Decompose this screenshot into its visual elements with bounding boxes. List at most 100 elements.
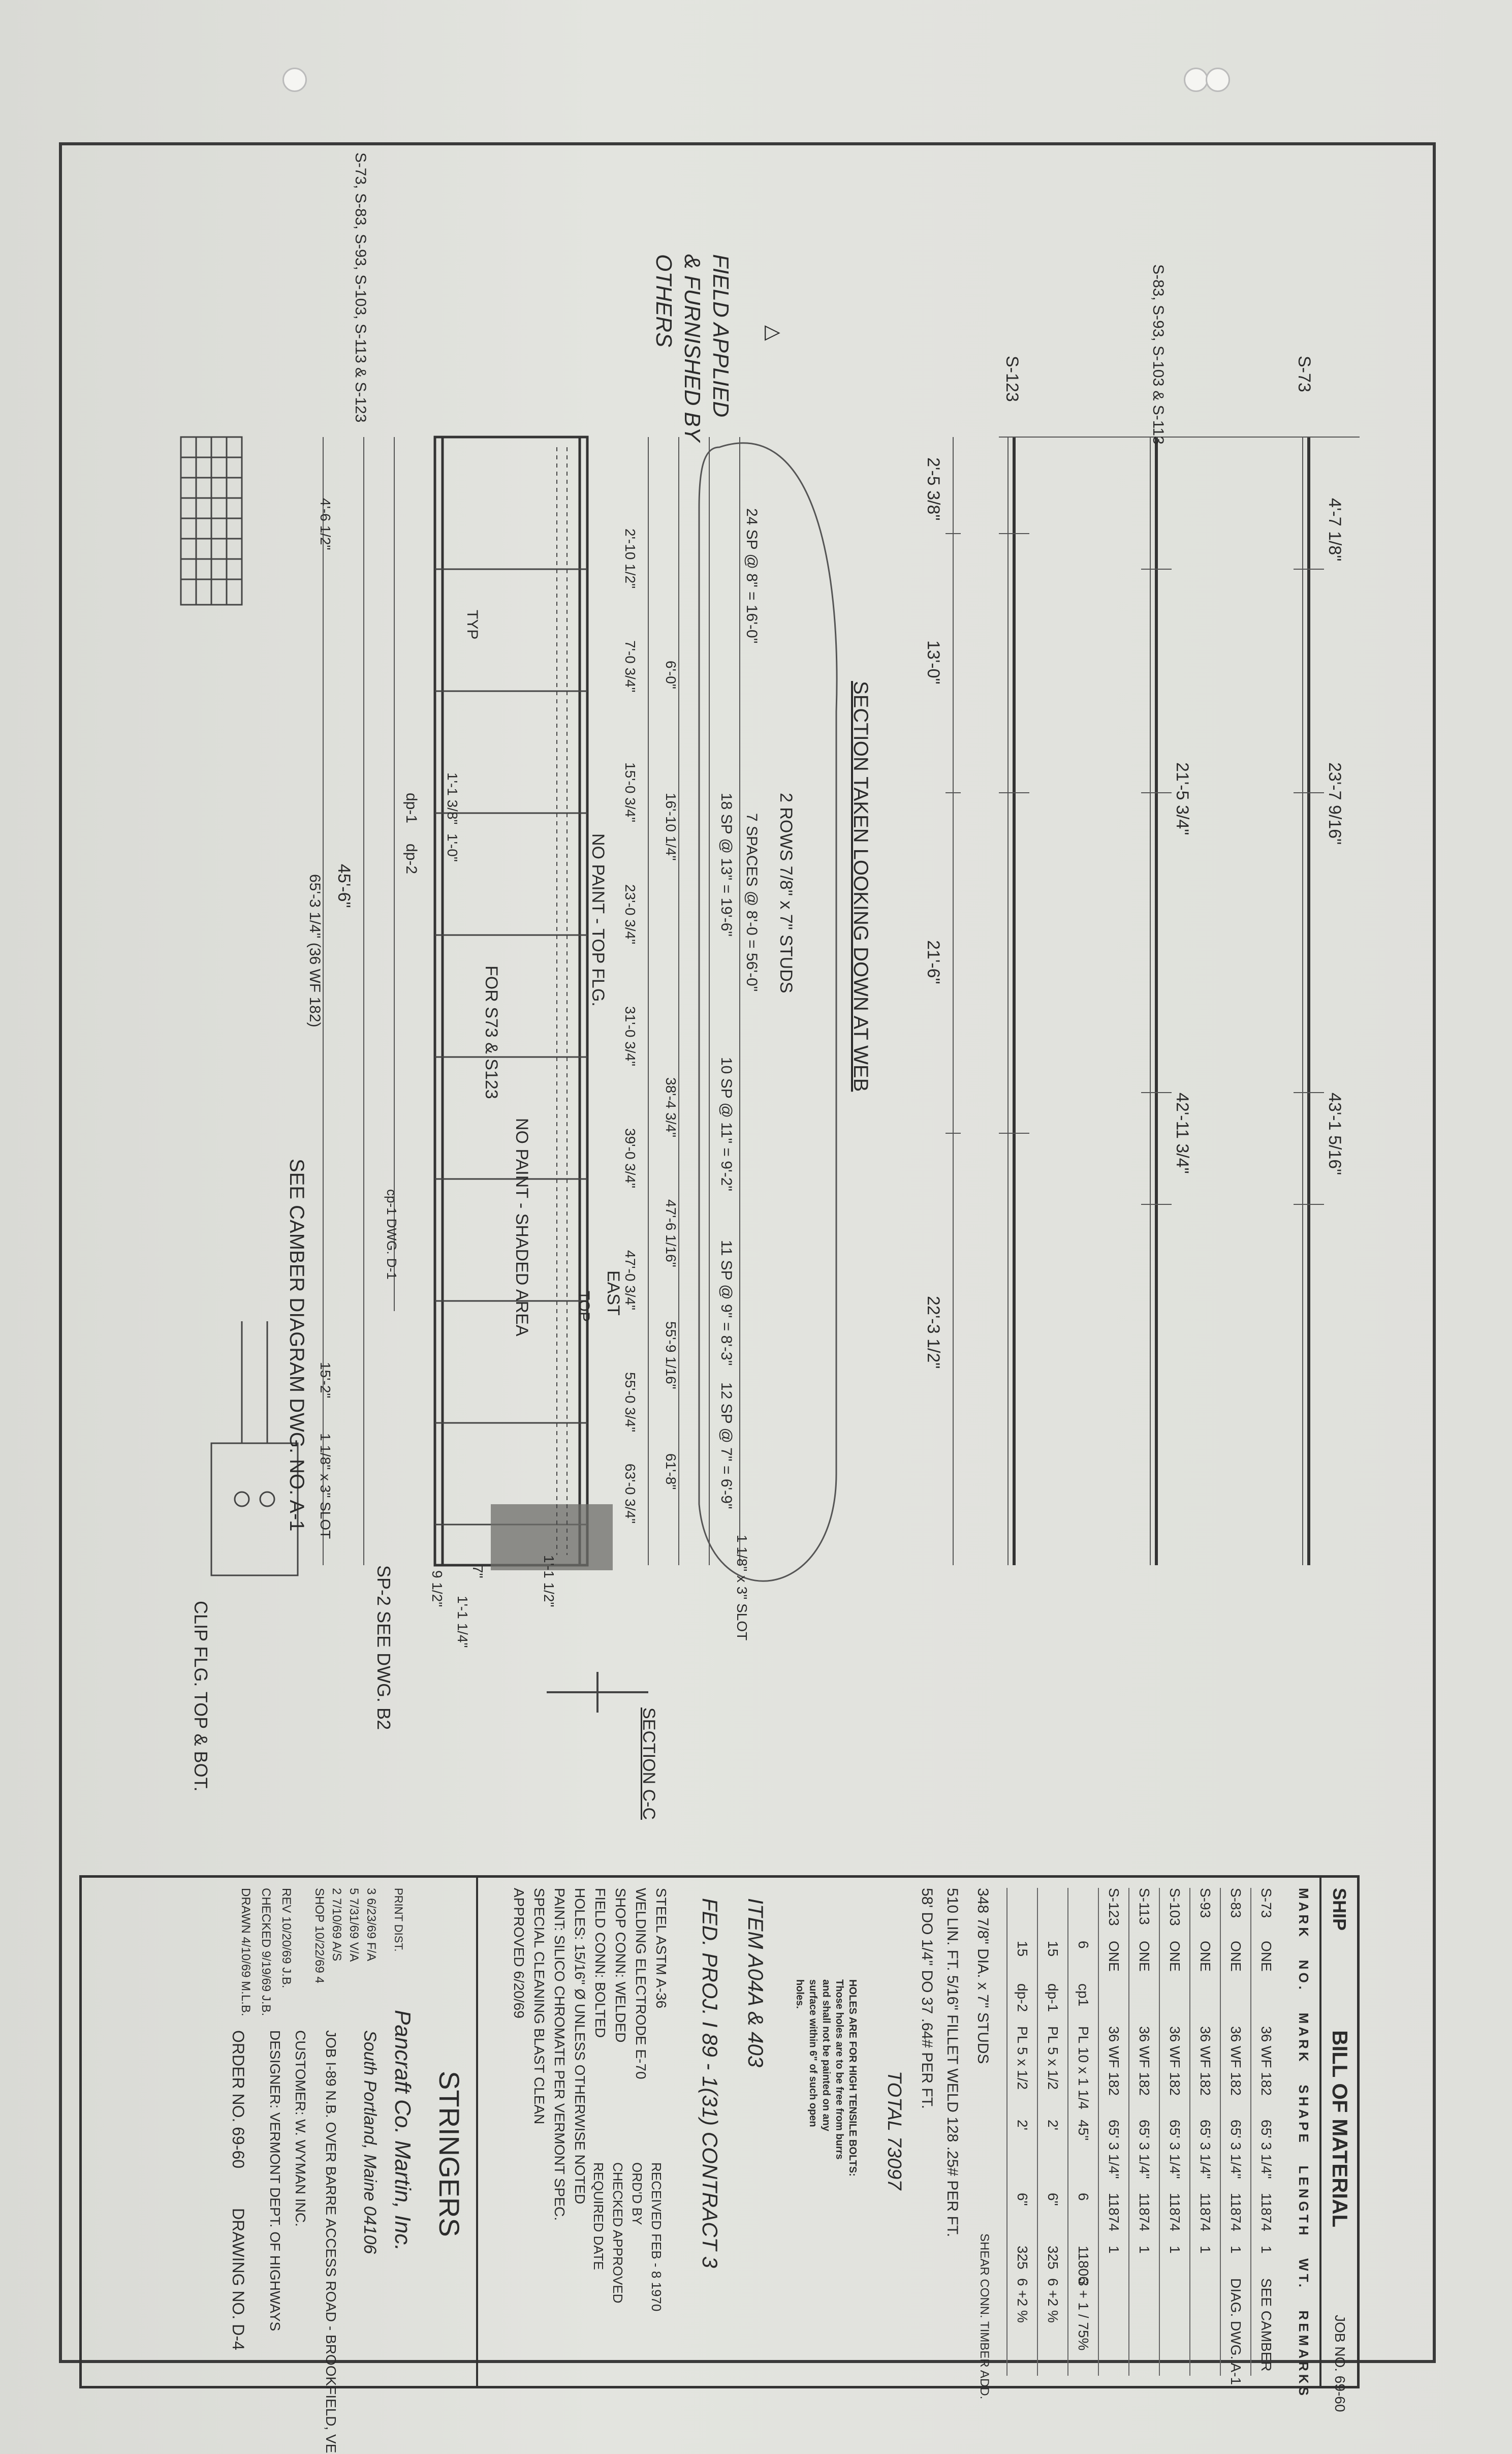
small-dim: 1'-0" xyxy=(445,833,460,862)
total-length: 65'-3 1/4" (36 WF 182) xyxy=(306,874,323,1028)
stud-dim: 63'-0 3/4" xyxy=(622,1464,638,1524)
fed-proj-line: FED. PROJ. I 89 - 1(31) CONTRACT 3 xyxy=(698,1898,722,2269)
bom-cell: 11874 xyxy=(1167,2193,1183,2231)
ship-label: SHIP xyxy=(1329,1888,1350,1931)
rev-line: REV 10/20/69 J.B. xyxy=(279,1888,293,1989)
drawn-line: DRAWN 4/10/69 M.L.B. xyxy=(239,1888,253,2016)
bom-cell: S-123 xyxy=(1106,1888,1122,1926)
stud-sub-dim: 47'-6 1/16" xyxy=(663,1199,679,1267)
bom-cell: 325 xyxy=(1045,2246,1061,2270)
bom-cell: 11874 xyxy=(1137,2193,1152,2231)
no-paint-top-note: NO PAINT - TOP FLG. xyxy=(588,833,608,1007)
bom-cell: 6 xyxy=(1076,2193,1091,2201)
slot-note: 1 1/8" x 3" SLOT xyxy=(734,1535,750,1641)
bom-cell: 65' 3 1/4" xyxy=(1258,2120,1274,2179)
bom-cell: 6 +2 % xyxy=(1045,2278,1061,2323)
designer-line: DESIGNER: VERMONT DEPT. OF HIGHWAYS xyxy=(267,2030,283,2332)
checked-line: CHECKED 9/19/69 J.B. xyxy=(259,1888,273,2016)
title-block: STRINGERS Pancraft Co. Martin, Inc. Sout… xyxy=(80,1878,478,2454)
splice-dim: 42'-11 3/4" xyxy=(1173,1093,1192,1174)
stud-sub-dim: 16'-10 1/4" xyxy=(663,793,679,861)
bom-cell: 11874 xyxy=(1198,2193,1213,2231)
bom-cell: 1 xyxy=(1198,2246,1213,2254)
item-line: ITEM A04A & 403 xyxy=(744,1898,768,2068)
bom-cell: S-83 xyxy=(1228,1888,1244,1918)
splice-dim: 4'-7 1/8" xyxy=(1325,498,1344,562)
stud-group: 7 SPACES @ 8'-0 = 56'-0" xyxy=(743,813,760,992)
bom-cell: S-103 xyxy=(1167,1888,1183,1926)
weld-line: 510 LIN. FT. 5/16" FILLET WELD 128 .25# … xyxy=(944,1888,961,2238)
mark-s123: S-123 xyxy=(1002,356,1022,402)
bom-cell: ONE xyxy=(1106,1941,1122,1972)
no-paint-shaded-note: NO PAINT - SHADED AREA xyxy=(512,1118,531,1337)
studs-line: 348 7/8" DIA. x 7" STUDS xyxy=(974,1888,991,2064)
small-dim: 1'-1 1/4" xyxy=(455,1596,470,1648)
sp2-note: SP-2 SEE DWG. B2 xyxy=(373,1565,394,1730)
drawing-no: DRAWING NO. D-4 xyxy=(229,2208,247,2350)
bom-cell: 1 xyxy=(1228,2246,1244,2254)
mark-s83-group: S-83, S-93, S-103 & S-113 xyxy=(1150,264,1167,445)
bom-cell: 15 xyxy=(1015,1941,1030,1957)
bom-cell: ONE xyxy=(1258,1941,1274,1972)
small-dim: 15'-2" xyxy=(318,1362,333,1399)
splice-dim: 23'-7 9/16" xyxy=(1325,762,1344,845)
bom-cell: 36 WF 182 xyxy=(1198,2026,1213,2096)
bom-cell: cp1 xyxy=(1076,1983,1091,2007)
bom-cell: 11806 xyxy=(1076,2246,1091,2284)
stud-dim: 15'-0 3/4" xyxy=(622,762,638,823)
bom-cell: 2' xyxy=(1045,2120,1061,2130)
punch-hole xyxy=(1184,68,1208,92)
plate-label: dp-1 xyxy=(403,793,420,824)
bom-cell: 36 WF 182 xyxy=(1167,2026,1183,2096)
stud-dim: 23'-0 3/4" xyxy=(622,884,638,945)
mark-s73: S-73 xyxy=(1295,356,1314,392)
small-dim: 1'-1 1/2" xyxy=(541,1555,557,1607)
all-marks-label: S-73, S-83, S-93, S-103, S-113 & S-123 xyxy=(352,152,369,423)
bom-cell: 11874 xyxy=(1106,2193,1122,2231)
bom-cell: 2' xyxy=(1015,2120,1030,2130)
camber-note: SEE CAMBER DIAGRAM DWG. NO. A-1 xyxy=(286,1159,308,1532)
job-line: JOB I-89 N.B. OVER BARRE ACCESS ROAD - B… xyxy=(323,2030,339,2454)
bom-cell: S-93 xyxy=(1198,1888,1213,1918)
stud-dim: 39'-0 3/4" xyxy=(622,1128,638,1189)
drawing-title: STRINGERS xyxy=(433,2071,465,2237)
bom-cell: 11874 xyxy=(1258,2193,1274,2231)
punch-hole xyxy=(282,68,307,92)
bom-cell: 1 xyxy=(1137,2246,1152,2254)
for-marks-note: FOR S73 & S123 xyxy=(482,966,501,1099)
bom-cell: 45" xyxy=(1076,2120,1091,2141)
company-name: Pancraft Co. Martin, Inc. xyxy=(390,2010,415,2251)
bom-cell: 1 xyxy=(1167,2246,1183,2254)
stud-sub-dim: 61'-8" xyxy=(663,1453,679,1490)
web-length: 45'-6" xyxy=(334,864,354,908)
bom-cell: dp-2 xyxy=(1015,1983,1030,2012)
stud-group: 18 SP @ 13" = 19'-6" xyxy=(718,793,735,937)
small-dim: 4'-6 1/2" xyxy=(318,498,333,550)
bom-column-headers: MARK NO. MARK SHAPE LENGTH WT. REMARKS xyxy=(1296,1888,1311,2399)
hole-note: HOLES ARE FOR HIGH TENSILE BOLTS:Those h… xyxy=(794,1979,858,2177)
bom-header: SHIP BILL OF MATERIAL JOB NO. 69-60 xyxy=(1319,1878,1357,2412)
plate-label: dp-2 xyxy=(403,844,420,875)
bom-cell: 65' 3 1/4" xyxy=(1106,2120,1122,2179)
bom-cell: 6 xyxy=(1076,1941,1091,1949)
bom-cell: SEE CAMBER xyxy=(1258,2278,1274,2372)
company-city: South Portland, Maine 04106 xyxy=(360,2030,380,2254)
plate-label: cp-1 DWG. D-1 xyxy=(384,1189,399,1280)
customer-line: CUSTOMER: W. WYMAN INC. xyxy=(293,2030,308,2227)
studs-note: 2 ROWS 7/8" x 7" STUDS xyxy=(776,793,796,993)
bom-cell: ONE xyxy=(1167,1941,1183,1972)
stud-dim: 2'-10 1/2" xyxy=(622,529,638,589)
bom-cell: S-113 xyxy=(1137,1888,1152,1925)
bom-cell: 65' 3 1/4" xyxy=(1228,2120,1244,2179)
stud-sub-dim: 38'-4 3/4" xyxy=(663,1077,679,1138)
stud-group: 12 SP @ 7" = 6'-9" xyxy=(718,1382,735,1509)
